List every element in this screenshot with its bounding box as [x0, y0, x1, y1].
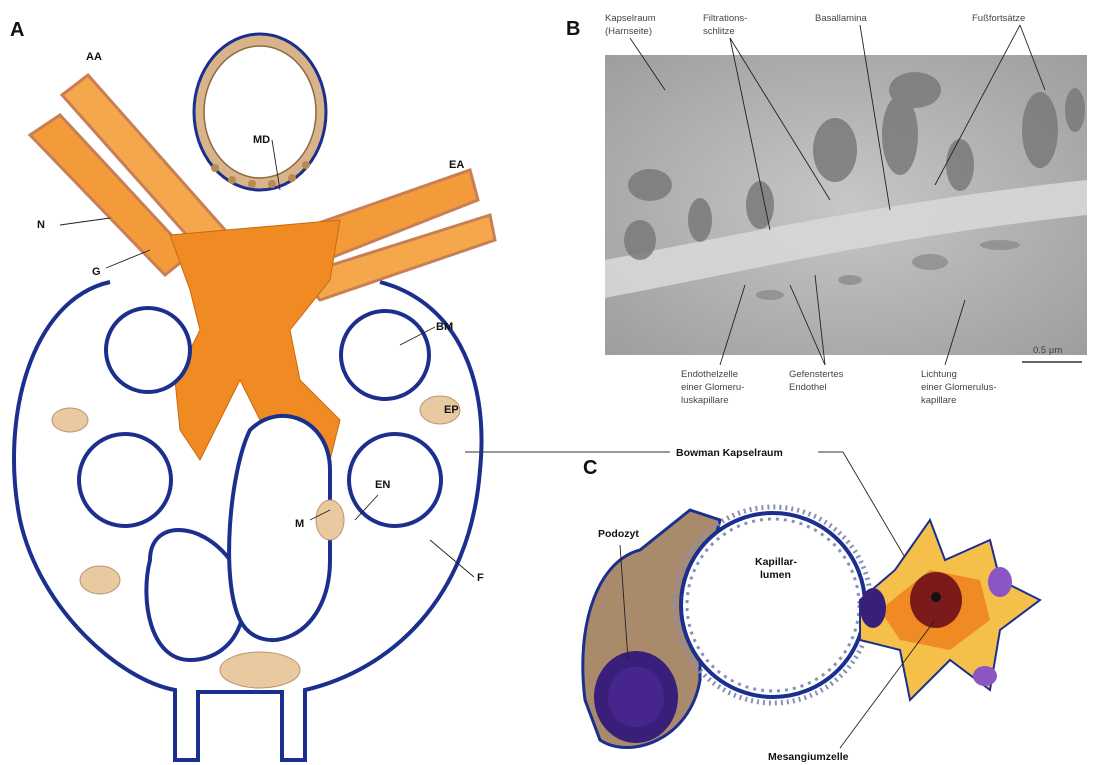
label-lichtung-line2: einer Glomerulus-: [921, 382, 997, 393]
label-basallamina: Basallamina: [815, 13, 867, 24]
label-lichtung-line3: kapillare: [921, 395, 956, 406]
panel-b-micrograph: B Kapselraum (Harnseite) Filtrations- sc: [566, 13, 1087, 406]
label-aa: AA: [86, 51, 102, 63]
label-md: MD: [253, 134, 270, 146]
label-ea: EA: [449, 159, 464, 171]
scale-bar-label: 0.5 µm: [1033, 345, 1062, 356]
label-m: M: [295, 518, 304, 530]
label-gefenstert-line1: Gefenstertes: [789, 369, 844, 380]
label-mesangiumzelle: Mesangiumzelle: [768, 751, 849, 763]
capillary-lumen: [681, 513, 865, 697]
label-bowman-kapselraum: Bowman Kapselraum: [676, 447, 783, 459]
label-kapillar-line1: Kapillar-: [755, 556, 798, 568]
label-fussfortsaetze: Fußfortsätze: [972, 13, 1025, 24]
label-filtrations-line2: schlitze: [703, 26, 735, 37]
panel-a-letter: A: [10, 19, 24, 41]
label-kapillar-line2: lumen: [760, 569, 791, 581]
panel-c-diagram: C Bowman Kapselraum Podozyt Kapillar- lu…: [465, 447, 1040, 763]
label-f: F: [477, 572, 484, 584]
label-g: G: [92, 266, 101, 278]
label-lichtung-line1: Lichtung: [921, 369, 957, 380]
panel-b-letter: B: [566, 18, 580, 40]
label-kapselraum-line2: (Harnseite): [605, 26, 652, 37]
label-en: EN: [375, 479, 390, 491]
label-n: N: [37, 219, 45, 231]
label-endothel-line1: Endothelzelle: [681, 369, 738, 380]
label-podozyt: Podozyt: [598, 528, 639, 540]
label-filtrations-line1: Filtrations-: [703, 13, 747, 24]
label-bm: BM: [436, 321, 453, 333]
label-endothel-line2: einer Glomeru-: [681, 382, 744, 393]
label-kapselraum-line1: Kapselraum: [605, 13, 656, 24]
label-endothel-line3: luskapillare: [681, 395, 729, 406]
panel-c-letter: C: [583, 457, 597, 479]
panel-a-diagram: A: [10, 19, 495, 760]
label-gefenstert-line2: Endothel: [789, 382, 827, 393]
label-ep: EP: [444, 404, 459, 416]
